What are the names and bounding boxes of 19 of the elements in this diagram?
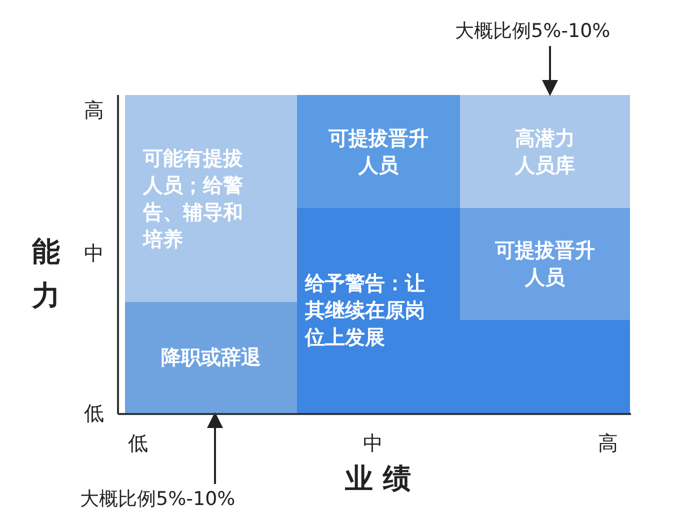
- grid-cell: 高潜力人员库: [460, 95, 630, 208]
- axis-tick-label: 中: [363, 430, 383, 457]
- grid-cell: 可能有提拔人员；给警告、辅导和培养: [125, 95, 297, 302]
- axis-tick-label: 高: [84, 97, 104, 124]
- axis-tick-label: 低: [84, 400, 104, 427]
- grid-cell: 可提拔晋升人员: [297, 95, 460, 208]
- annotation-text: 大概比例5%-10%: [80, 486, 236, 512]
- grid-cell: 降职或辞退: [125, 302, 297, 413]
- axis-title: 业绩: [345, 461, 421, 497]
- arrow: [542, 46, 558, 96]
- grid-cell: 给予警告：让其继续在原岗位上发展: [297, 208, 460, 413]
- axis-tick-label: 低: [128, 430, 148, 457]
- arrow: [207, 412, 223, 484]
- axis-title: 能力: [32, 234, 60, 314]
- axis-tick-label: 高: [598, 430, 618, 457]
- grid-cell: 可提拔晋升人员: [460, 208, 630, 320]
- axis-tick-label: 中: [84, 240, 104, 267]
- empty-grid-cell: [460, 320, 630, 413]
- annotation-text: 大概比例5%-10%: [455, 18, 610, 44]
